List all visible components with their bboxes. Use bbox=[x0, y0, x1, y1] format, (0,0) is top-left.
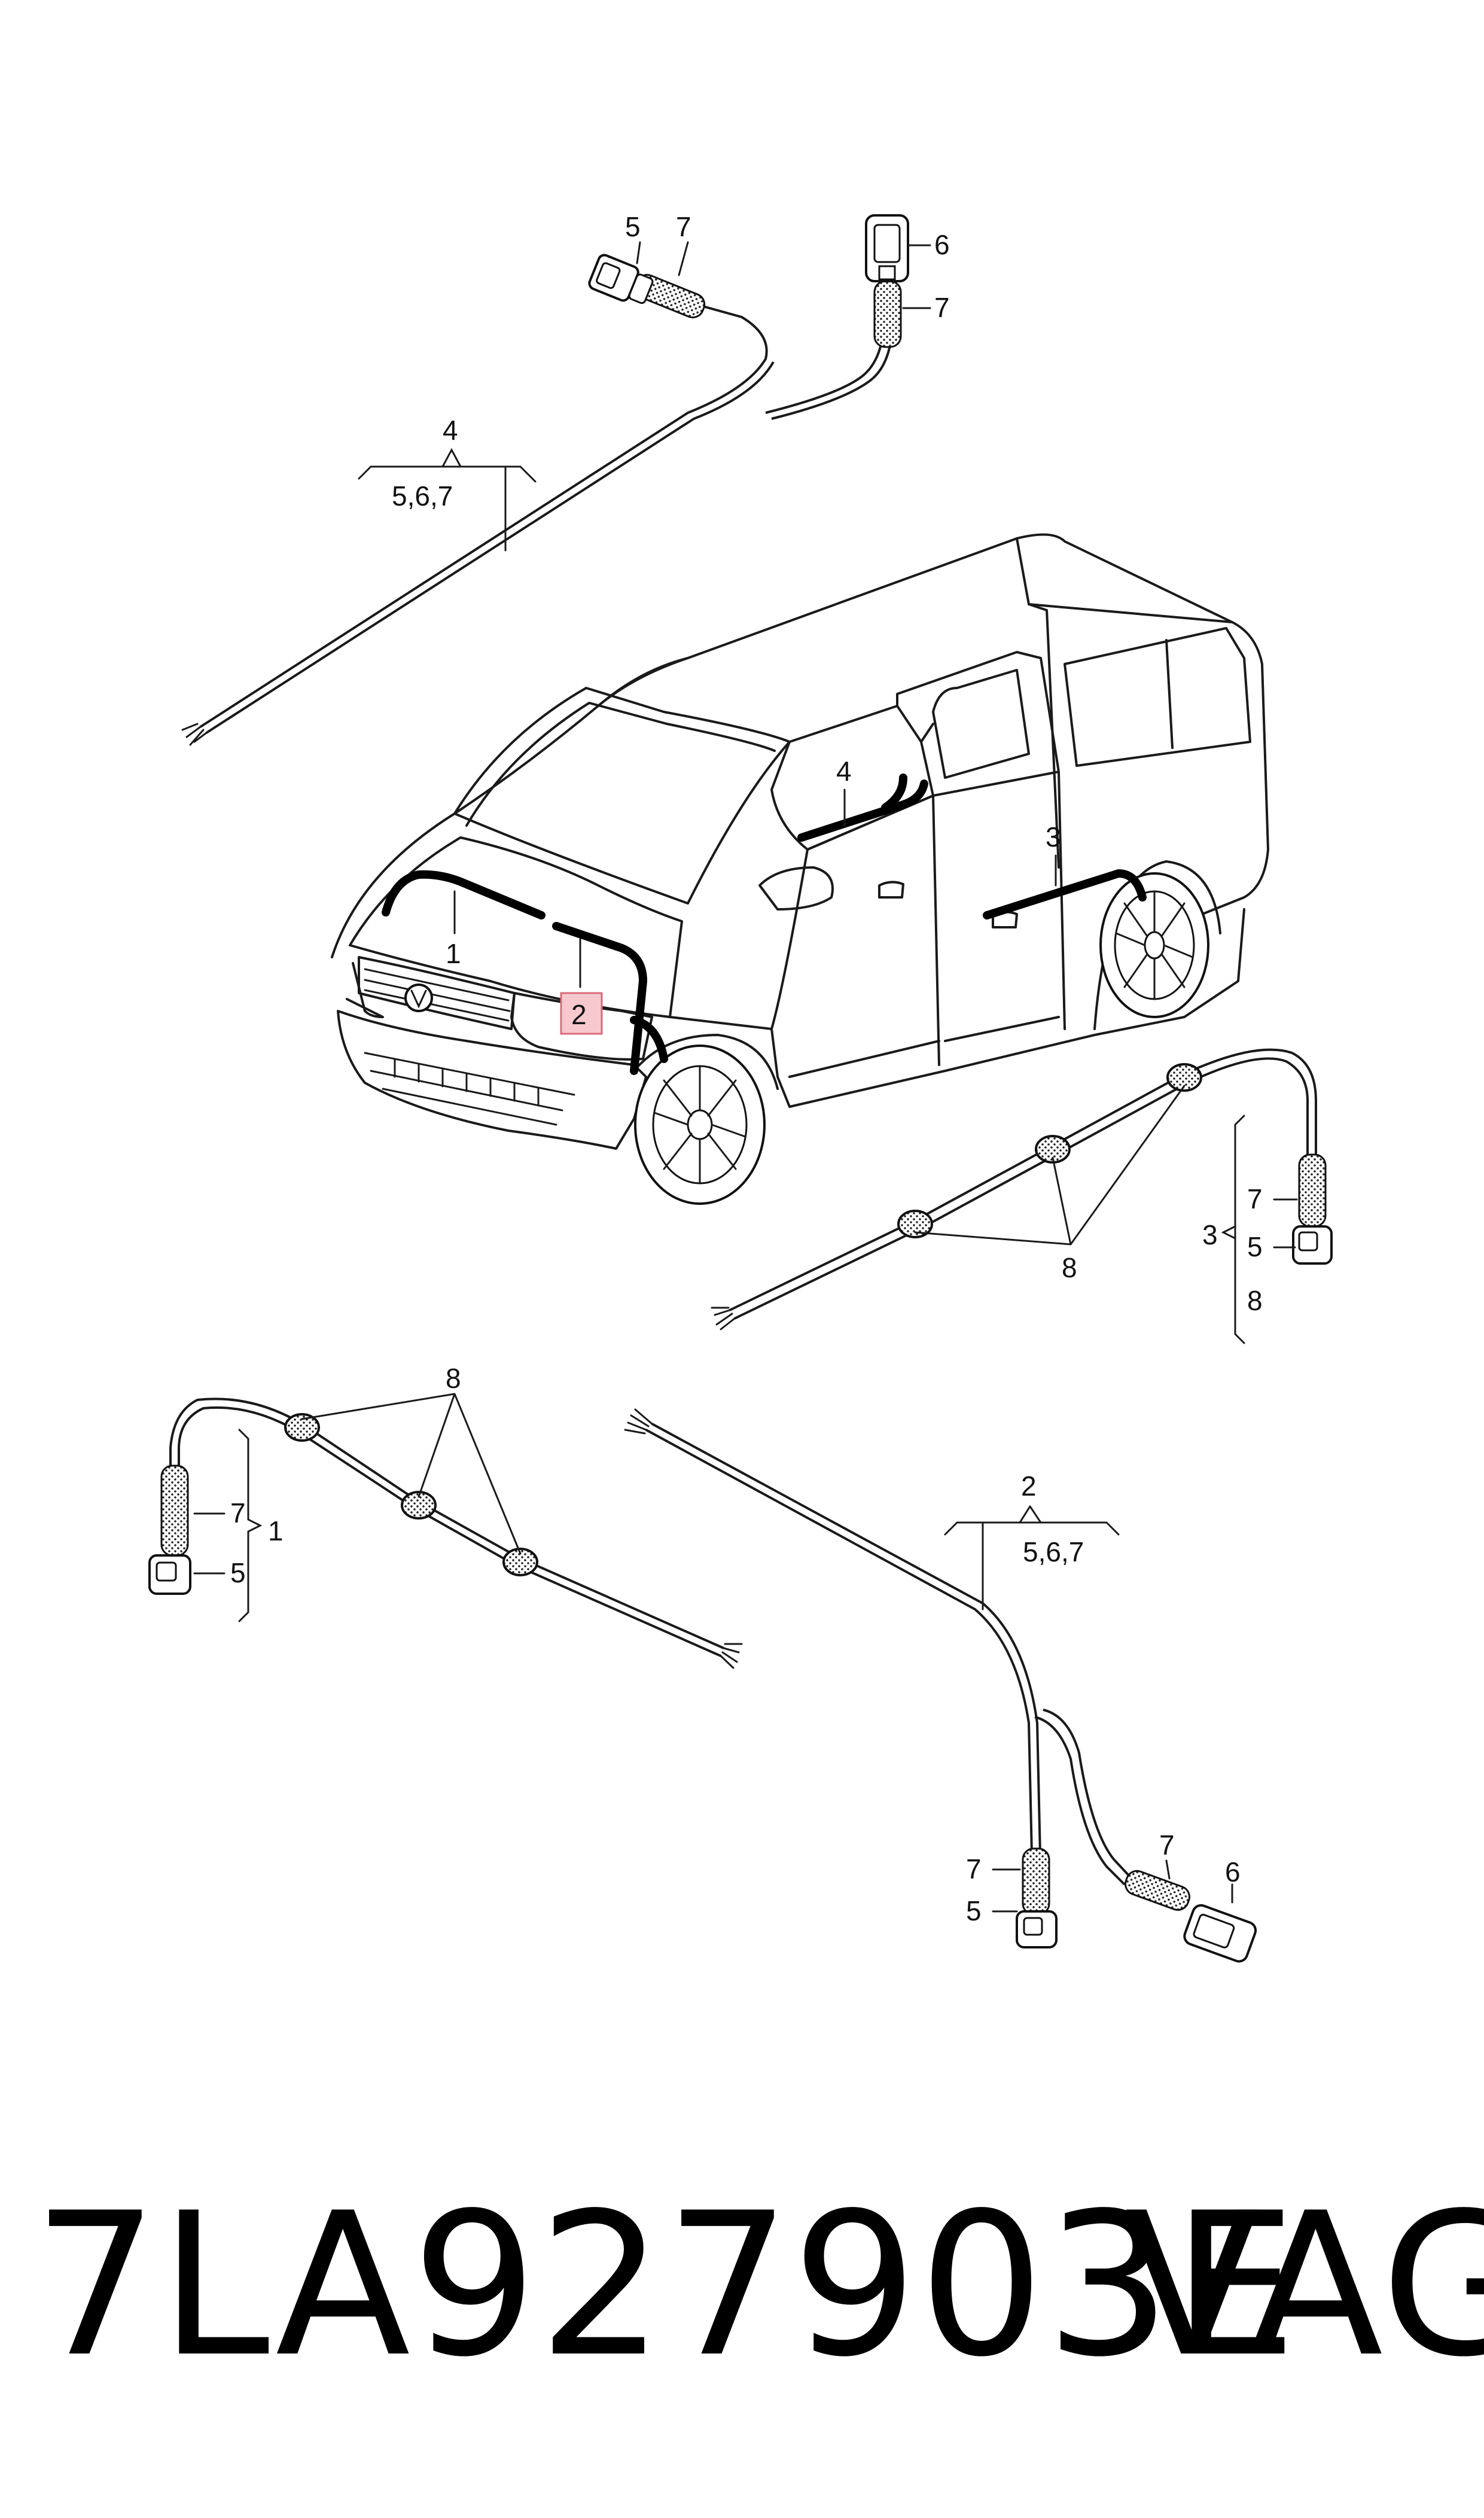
callout-8: 8 bbox=[446, 1363, 461, 1394]
callout-7: 7 bbox=[230, 1497, 246, 1529]
sleeve-icon bbox=[873, 280, 902, 348]
connector-icon bbox=[588, 254, 654, 305]
grommet-icon bbox=[1035, 1135, 1071, 1164]
part-number: 7LA927903E bbox=[33, 2170, 1299, 2400]
callout-7: 7 bbox=[934, 292, 950, 323]
sleeve-icon bbox=[160, 1464, 189, 1557]
callout-5: 5 bbox=[966, 1895, 982, 1926]
plug-icon bbox=[1183, 1904, 1257, 1963]
callout-4: 4 bbox=[836, 756, 852, 787]
harness-item-number: 3 bbox=[1202, 1219, 1218, 1250]
wiring-harness-diagram: 5 7 6 7 4 5,6,7 bbox=[148, 211, 1333, 1963]
harness-sub-items: 5,6,7 bbox=[392, 480, 453, 511]
harness-item-number: 1 bbox=[268, 1515, 284, 1546]
bottom-harness: 7 5 7 6 2 5,6,7 bbox=[624, 1408, 1257, 1963]
callout-7: 7 bbox=[676, 211, 691, 242]
callout-5: 5 bbox=[1247, 1231, 1263, 1262]
callout-8: 8 bbox=[1247, 1285, 1263, 1316]
callout-3: 3 bbox=[1046, 821, 1061, 852]
highlight-marker bbox=[560, 992, 603, 1035]
callout-6: 6 bbox=[934, 229, 950, 260]
callout-6: 6 bbox=[1225, 1856, 1241, 1887]
connector-icon bbox=[1016, 1910, 1058, 1948]
callout-1: 1 bbox=[446, 938, 461, 969]
callout-7: 7 bbox=[1159, 1829, 1175, 1861]
connector-icon bbox=[148, 1554, 191, 1595]
callout-5: 5 bbox=[230, 1557, 246, 1588]
connector-icon bbox=[1292, 1225, 1333, 1265]
sleeve-icon bbox=[1022, 1847, 1050, 1916]
grommet-icon bbox=[897, 1210, 933, 1238]
sleeve-icon bbox=[1125, 1870, 1190, 1911]
grommet-icon bbox=[284, 1413, 320, 1442]
part-caption: 7LA927903E VAG bbox=[0, 2166, 1484, 2501]
right-harness: 8 7 5 8 3 bbox=[711, 1048, 1333, 1344]
callout-7: 7 bbox=[966, 1853, 982, 1884]
harness-sub-items: 5,6,7 bbox=[1023, 1536, 1084, 1567]
left-harness: 8 7 5 1 bbox=[148, 1363, 743, 1669]
brand-name: VAG bbox=[1125, 2170, 1484, 2400]
callout-2: 2 bbox=[571, 999, 587, 1030]
grommet-icon bbox=[502, 1548, 538, 1576]
callout-5: 5 bbox=[625, 211, 641, 242]
grommet-icon bbox=[401, 1491, 437, 1520]
plug-icon bbox=[865, 214, 909, 282]
harness-item-number: 4 bbox=[443, 415, 458, 446]
callout-8: 8 bbox=[1062, 1252, 1077, 1283]
grommet-icon bbox=[1166, 1063, 1202, 1092]
top-harness: 5 7 6 7 4 5,6,7 bbox=[181, 211, 950, 746]
van-illustration: 1 2 4 3 bbox=[331, 533, 1269, 1205]
harness-item-number: 2 bbox=[1021, 1470, 1037, 1502]
sleeve-icon bbox=[1298, 1153, 1327, 1228]
callout-7: 7 bbox=[1247, 1183, 1263, 1214]
